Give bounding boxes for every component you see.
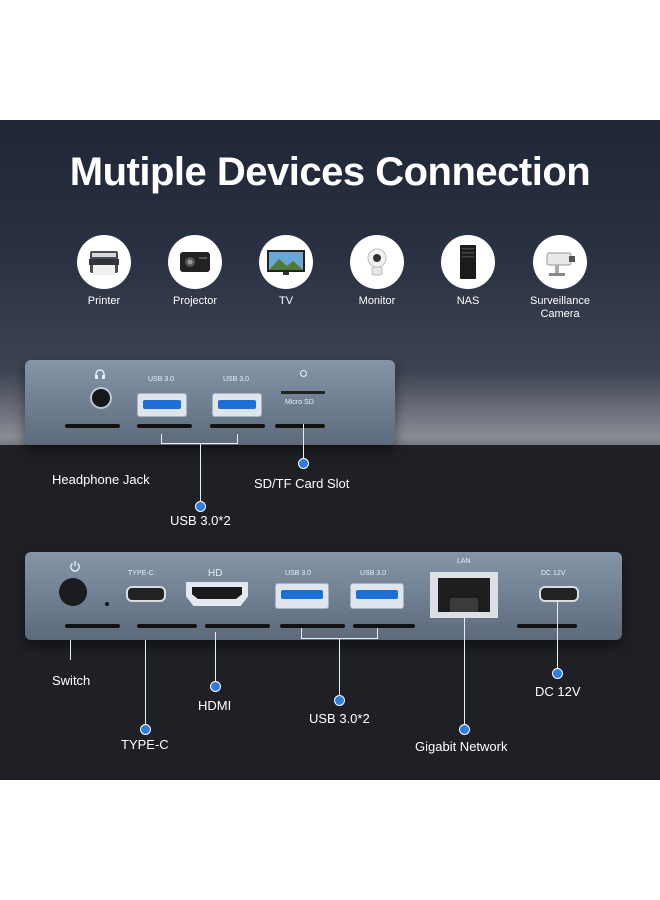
device-label: Monitor: [358, 295, 396, 307]
callout-line: [70, 640, 71, 660]
callout-line: [301, 628, 302, 639]
typec-port: [126, 586, 166, 602]
device-surveillance-camera: Surveillance Camera: [515, 235, 605, 321]
typec-label: TYPE-C: [128, 570, 154, 577]
vent-slot: [280, 624, 345, 628]
usb-label: USB 3.0: [285, 570, 312, 577]
callout-line: [145, 640, 146, 728]
usb-port-rear-1: [275, 583, 329, 609]
hdmi-callout: HDMI: [198, 698, 232, 713]
usb-port-front-2: [212, 393, 262, 417]
headphone-jack: [90, 387, 112, 409]
printer-icon: [77, 235, 131, 289]
callout-line: [161, 434, 162, 444]
callout-line: [339, 638, 340, 700]
switch-callout: Switch: [52, 673, 91, 688]
projector-icon: [168, 235, 222, 289]
vent-slot: [205, 624, 270, 628]
callout-line: [237, 434, 238, 444]
vent-slot: [353, 624, 415, 628]
callout-line: [303, 424, 304, 462]
usb-port-front-1: [137, 393, 187, 417]
reset-hole: [105, 602, 109, 606]
vent-slot: [65, 624, 120, 628]
front-panel: USB 3.0 USB 3.0 Micro SD: [25, 360, 395, 445]
dc-port: [539, 586, 579, 602]
product-panel: Mutiple Devices Connection Printer Proje…: [0, 120, 660, 780]
callout-line: [464, 618, 465, 728]
nas-icon: [441, 235, 495, 289]
usb-label: USB 3.0: [148, 376, 175, 383]
callout-line: [200, 443, 201, 505]
hdmi-port: [186, 582, 248, 606]
callout-dot: [459, 724, 470, 735]
usb-callout: USB 3.0*2: [170, 513, 231, 528]
dc-callout: DC 12V: [535, 684, 581, 699]
device-printer: Printer: [59, 235, 149, 308]
headphone-callout: Headphone Jack: [52, 472, 150, 487]
device-label: NAS: [456, 295, 480, 307]
usb-label: USB 3.0: [223, 376, 250, 383]
usb-port-rear-2: [350, 583, 404, 609]
device-label: TV: [278, 295, 294, 307]
security-monitor-icon: [350, 235, 404, 289]
callout-dot: [552, 668, 563, 679]
sd-callout: SD/TF Card Slot: [254, 476, 350, 491]
device-projector: Projector: [150, 235, 240, 308]
vent-slot: [65, 424, 120, 428]
callout-dot: [195, 501, 206, 512]
callout-line: [557, 600, 558, 672]
device-tv: TV: [241, 235, 331, 308]
lan-port: [430, 572, 498, 618]
lan-label: LAN: [457, 558, 471, 565]
network-callout: Gigabit Network: [415, 739, 508, 754]
hd-label: HD: [208, 568, 223, 579]
surveillance-camera-icon: [533, 235, 587, 289]
vent-slot: [210, 424, 265, 428]
dc-label: DC 12V: [541, 570, 566, 577]
vent-slot: [517, 624, 577, 628]
power-button[interactable]: [59, 578, 87, 606]
device-nas: NAS: [423, 235, 513, 308]
callout-dot: [298, 458, 309, 469]
callout-line: [377, 628, 378, 639]
callout-dot: [140, 724, 151, 735]
power-icon: [69, 560, 81, 572]
device-monitor: Monitor: [332, 235, 422, 308]
vent-slot: [275, 424, 325, 428]
callout-dot: [334, 695, 345, 706]
callout-line: [161, 443, 238, 444]
indicator-led: [300, 370, 307, 377]
rear-panel: TYPE-C HD USB 3.0 USB 3.0 LAN DC 12V: [25, 552, 622, 640]
rear-usb-callout: USB 3.0*2: [309, 711, 370, 726]
tv-icon: [259, 235, 313, 289]
usb-label: USB 3.0: [360, 570, 387, 577]
callout-line: [215, 632, 216, 686]
device-label: Printer: [87, 295, 121, 307]
callout-dot: [210, 681, 221, 692]
device-label: Projector: [172, 295, 218, 307]
typec-callout: TYPE-C: [121, 737, 169, 752]
device-label: Surveillance Camera: [530, 295, 590, 320]
page-title: Mutiple Devices Connection: [69, 150, 591, 194]
headphone-icon: [94, 368, 106, 380]
vent-slot: [137, 424, 192, 428]
vent-slot: [137, 624, 197, 628]
micro-sd-label: Micro SD: [285, 399, 314, 406]
sd-card-slot: [281, 391, 325, 394]
